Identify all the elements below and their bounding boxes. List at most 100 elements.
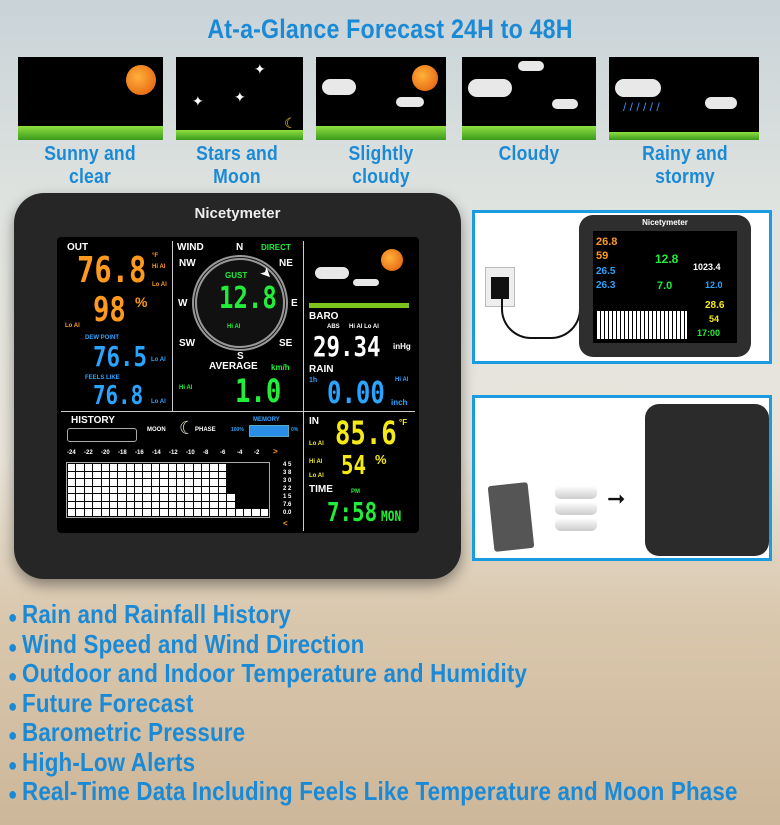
baro-label: BARO	[309, 311, 339, 322]
moon-label: MOON	[147, 427, 166, 433]
history-cell	[118, 494, 126, 501]
history-cell	[118, 479, 126, 486]
history-cell	[210, 471, 218, 479]
baro-value: 29.34	[313, 330, 381, 363]
forecast-label: Stars and Moon	[196, 143, 278, 188]
history-cell	[218, 501, 227, 509]
history-cell	[109, 509, 118, 516]
history-x-label: -20	[101, 450, 110, 456]
compass-e: E	[291, 298, 298, 309]
day-value: MON	[381, 509, 402, 525]
history-cell	[243, 479, 252, 486]
history-cell	[193, 509, 201, 516]
out-label: OUT	[67, 242, 89, 253]
history-cell	[227, 464, 235, 471]
phase-label: PHASE	[195, 427, 216, 433]
cloud-icon	[322, 79, 356, 95]
bullet-icon: ●	[8, 725, 23, 745]
history-cell	[143, 471, 151, 479]
cloud-icon	[315, 267, 349, 279]
history-cell	[93, 479, 101, 486]
hi-alarm: Hi Al	[309, 459, 323, 465]
history-cell	[135, 501, 143, 509]
history-cell	[68, 509, 76, 516]
history-cell	[101, 464, 109, 471]
history-cell	[218, 471, 227, 479]
lcd-screen: OUT 76.8 °F Hi Al Lo Al 98 % Lo Al DEW P…	[57, 237, 419, 533]
history-cell	[151, 464, 160, 471]
history-cell	[68, 464, 76, 471]
out-humidity: 98	[93, 290, 126, 330]
time-label: TIME	[309, 484, 333, 495]
history-cell	[93, 464, 101, 471]
history-box	[67, 428, 137, 442]
history-cell	[185, 494, 193, 501]
history-cell	[135, 479, 143, 486]
feature-text: Rain and Rainfall History	[22, 599, 291, 629]
forecast-rainy: / / / / / /	[609, 57, 759, 140]
compass-n: N	[236, 242, 244, 253]
history-x-label: -18	[118, 450, 127, 456]
history-cell	[126, 509, 134, 516]
battery-icon	[555, 486, 597, 499]
bullet-icon: ●	[8, 784, 23, 804]
history-cell	[84, 479, 93, 486]
history-cell	[76, 501, 84, 509]
history-cell	[143, 501, 151, 509]
history-cell	[101, 509, 109, 516]
history-cell	[151, 486, 160, 494]
history-cell	[202, 464, 210, 471]
history-cell	[260, 509, 268, 516]
history-cell	[151, 471, 160, 479]
history-cell	[101, 471, 109, 479]
feature-text: High-Low Alerts	[22, 746, 196, 777]
history-cell	[135, 509, 143, 516]
sun-icon	[381, 249, 403, 271]
history-cell	[68, 501, 76, 509]
history-cell	[109, 464, 118, 471]
feature-text: Wind Speed and Wind Direction	[22, 628, 365, 659]
history-cell	[76, 464, 84, 471]
history-cell	[252, 486, 260, 494]
bullet-icon: ●	[8, 666, 23, 686]
forecast-label: Sunny and clear	[44, 143, 136, 188]
power-cable	[501, 299, 581, 339]
inset-in-hum: 54	[709, 314, 720, 324]
history-cell	[210, 494, 218, 501]
moon-icon: ☾	[284, 115, 297, 131]
inset-out-hum: 59	[596, 250, 609, 262]
memory-bar	[249, 425, 289, 437]
lo-alarm: Lo Al	[152, 282, 167, 288]
history-cell	[93, 486, 101, 494]
cloud-icon	[396, 97, 424, 107]
history-cell	[160, 486, 168, 494]
history-cell	[243, 494, 252, 501]
history-cell	[185, 509, 193, 516]
history-cell	[227, 471, 235, 479]
history-cell	[235, 471, 243, 479]
history-cell	[193, 501, 201, 509]
compass-w: W	[178, 298, 188, 309]
out-temp-unit: °F	[152, 253, 159, 259]
battery-cover	[487, 482, 535, 552]
history-cell	[76, 471, 84, 479]
history-x-label: -2	[254, 450, 260, 456]
history-cell	[151, 509, 160, 516]
bullet-icon: ●	[8, 695, 23, 716]
history-cell	[118, 471, 126, 479]
history-cell	[68, 494, 76, 501]
history-cell	[160, 501, 168, 509]
history-cell	[143, 464, 151, 471]
lo-alarm: Lo Al	[151, 357, 166, 363]
history-cell	[151, 479, 160, 486]
out-hum-unit: %	[135, 294, 148, 310]
arrow-right-icon: ➞	[607, 486, 626, 511]
history-y-label: 3 8	[283, 470, 292, 476]
history-cell	[218, 494, 227, 501]
history-cell	[126, 471, 134, 479]
history-cell	[210, 486, 218, 494]
history-cell	[126, 486, 134, 494]
feature-item: ● Real-Time Data Including Feels Like Te…	[8, 777, 738, 808]
history-cell	[202, 479, 210, 486]
history-cell	[84, 471, 93, 479]
